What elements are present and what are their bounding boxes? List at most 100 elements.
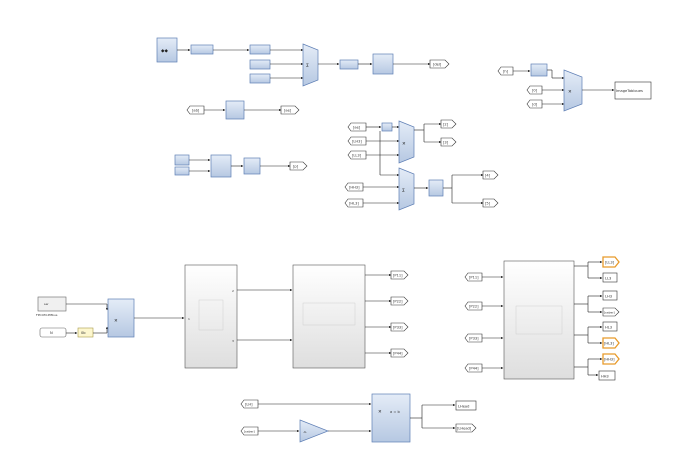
const-value-label: 0b xyxy=(81,331,86,335)
from-p44[interactable] xyxy=(464,363,483,373)
goto-ll3-highlighted[interactable] xyxy=(602,256,620,268)
from-tag-hl3-label: [HL3] xyxy=(349,202,359,206)
from-tag-hh3[interactable] xyxy=(344,182,364,192)
out-lh3[interactable] xyxy=(602,290,618,301)
mux-block-mid1[interactable] xyxy=(398,120,415,164)
delay-block[interactable] xyxy=(190,44,214,55)
const-block-b[interactable] xyxy=(174,166,190,176)
from-saber[interactable] xyxy=(240,426,259,436)
subsystem-2[interactable] xyxy=(292,264,366,369)
goto-mid-3[interactable] xyxy=(440,137,457,147)
from-tag-h[interactable] xyxy=(497,66,514,76)
goto-tag-p-label: [p] xyxy=(293,165,299,169)
cluster-source: ser FPCOM-PMbus N 0b ✕ xyxy=(36,296,185,338)
from-tag-d[interactable] xyxy=(526,99,543,109)
mux-block-mid2[interactable] xyxy=(398,167,415,211)
from-p11[interactable] xyxy=(464,272,483,282)
out-hh3-label: HH3 xyxy=(601,375,609,379)
register-block-3[interactable] xyxy=(249,73,271,84)
from-tag-h-label: [h] xyxy=(503,70,509,74)
subsystems: 1 2 3 [P11] [P22] [P33] [P44] [P11] [P22… xyxy=(184,256,620,381)
from-tag-lh3-label: [LH3] xyxy=(352,140,362,144)
out-hh3[interactable] xyxy=(598,370,616,381)
convert-block[interactable] xyxy=(339,59,359,70)
sub1-port-out1: 2 xyxy=(232,289,234,293)
sub3-inner-graphic xyxy=(515,305,563,335)
goto-hl3-highlighted[interactable] xyxy=(602,337,620,349)
cluster-bottom: [LH] [saber] -K- ✕ a = b LHead [LHead] xyxy=(240,393,477,443)
goto-p44-label: [P44] xyxy=(393,352,403,356)
goto-mid-2-label: [2] xyxy=(443,123,449,127)
xilinx-block-row2[interactable] xyxy=(225,100,245,120)
goto-p44[interactable] xyxy=(390,348,409,358)
goto-saber[interactable] xyxy=(602,307,620,317)
goto-mid-2[interactable] xyxy=(440,119,457,129)
mux-block-right[interactable] xyxy=(563,69,583,112)
goto-tag-ae[interactable] xyxy=(280,105,300,115)
from-lh[interactable] xyxy=(240,399,259,409)
sub2-inner-graphic xyxy=(302,302,356,326)
xilinx-block-mid2[interactable] xyxy=(428,179,444,197)
goto-hh3-highlighted[interactable] xyxy=(602,353,620,365)
xilinx-block-row3[interactable] xyxy=(210,154,232,178)
register-block-2[interactable] xyxy=(249,59,271,70)
goto-mid-5[interactable] xyxy=(482,198,499,208)
image-display-label: ImageTabloues xyxy=(616,89,643,93)
out-lh3-label: LH3 xyxy=(605,295,612,299)
goto-mid-3-label: [3] xyxy=(443,141,449,145)
goto-hl3-highlighted-label: [HL3] xyxy=(604,342,614,346)
xilinx-block-right[interactable] xyxy=(530,63,548,77)
out-lhead[interactable] xyxy=(455,400,477,411)
from-p44-label: [P44] xyxy=(469,367,479,371)
from-tag-ab-label: [ab] xyxy=(192,109,200,113)
subsystem-1[interactable] xyxy=(184,264,238,369)
goto-tag-del[interactable] xyxy=(429,59,450,69)
xilinx-source-icon: ✕ xyxy=(114,319,118,324)
from-tag-d-label: [d] xyxy=(532,103,538,107)
cluster-top-middle: [ae] [LH3] [LL3] ✕ [2] [3] [HH3] [HL3] Σ xyxy=(344,119,499,211)
const-value-block[interactable] xyxy=(77,327,94,338)
xilinx-block-row3b[interactable] xyxy=(243,157,261,175)
xilinx-block-top[interactable] xyxy=(372,53,394,75)
goto-mid-4[interactable] xyxy=(482,170,499,180)
mid-small-block[interactable] xyxy=(381,122,393,132)
xilinx-block-source[interactable] xyxy=(107,298,135,338)
from-tag-ll3[interactable] xyxy=(347,150,367,160)
from-tag-0[interactable] xyxy=(526,85,543,95)
from-tag-lh3[interactable] xyxy=(347,136,367,146)
from-p22-label: [P22] xyxy=(469,305,479,309)
goto-p22[interactable] xyxy=(390,296,409,306)
mux-block-top[interactable] xyxy=(302,43,319,87)
goto-p22-label: [P22] xyxy=(393,300,403,304)
out-ll3[interactable] xyxy=(602,272,618,283)
goto-lhead[interactable] xyxy=(455,423,477,433)
image-display-block[interactable] xyxy=(614,81,652,100)
goto-p11-label: [P11] xyxy=(393,274,403,278)
source-subtitle: ser xyxy=(44,302,49,306)
goto-tag-p[interactable] xyxy=(289,161,308,171)
goto-p11[interactable] xyxy=(390,270,409,280)
relational-label: a = b xyxy=(390,410,400,414)
register-block-1[interactable] xyxy=(249,44,271,55)
goto-p33[interactable] xyxy=(390,322,409,332)
out-hl3[interactable] xyxy=(602,321,618,332)
gain-block[interactable] xyxy=(299,419,329,443)
const-block-a[interactable] xyxy=(174,154,190,166)
relational-block[interactable] xyxy=(371,393,411,443)
sub1-inner-graphic xyxy=(198,299,224,331)
from-tag-hl3[interactable] xyxy=(344,198,364,208)
source-block[interactable] xyxy=(37,296,67,312)
from-p33[interactable] xyxy=(464,333,483,343)
from-tag-ae[interactable] xyxy=(347,122,367,132)
from-tag-ab[interactable] xyxy=(186,105,205,115)
const-n-block[interactable] xyxy=(39,327,67,338)
from-p22[interactable] xyxy=(464,301,483,311)
from-tag-ll3-label: [LL3] xyxy=(352,154,362,158)
goto-hh3-highlighted-label: [HH3] xyxy=(604,358,615,362)
from-tag-ae-label: [ae] xyxy=(353,126,361,130)
out-hl3-label: HL3 xyxy=(605,326,612,330)
cluster-top-right: [h] [0] [d] ✕ ImageTabloues xyxy=(497,63,652,112)
subsystem-3[interactable] xyxy=(503,260,575,380)
